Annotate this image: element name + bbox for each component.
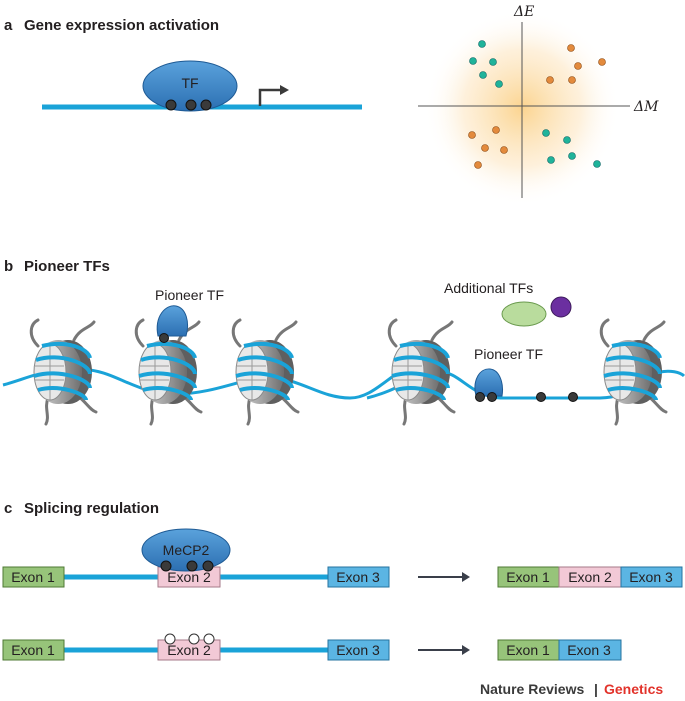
exon1-row2-label: Exon 1	[11, 642, 55, 658]
axis-y-label: ΔE	[513, 4, 534, 20]
panel-b: b Pioneer TFs Pioneer TF Pioneer TF Addi…	[2, 258, 685, 426]
axis-x-label: ΔM	[633, 99, 659, 115]
panel-a-letter: a	[4, 17, 13, 34]
footer-journal: Nature Reviews	[480, 681, 584, 697]
scatter-point-orange	[500, 146, 508, 154]
scatter-point-teal	[547, 156, 555, 164]
pioneer-label-left: Pioneer TF	[155, 287, 224, 303]
panel-a-title: Gene expression activation	[24, 17, 219, 34]
scatter-points	[468, 40, 606, 169]
footer-section: Genetics	[604, 681, 663, 697]
scatter-point-orange	[492, 126, 500, 134]
footer-separator: |	[594, 681, 598, 697]
scatter-point-orange	[474, 161, 482, 169]
exon2-row1-label: Exon 2	[167, 569, 211, 585]
panel-a: a Gene expression activation TF ΔE ΔM	[4, 4, 659, 206]
methyl-mark	[568, 392, 578, 402]
mecp2-label: MeCP2	[163, 542, 210, 558]
scatter-point-orange	[574, 62, 582, 70]
exon2-row2-label: Exon 2	[167, 642, 211, 658]
methyl-mark	[159, 333, 169, 343]
exon3-row2	[327, 639, 390, 661]
result-exon3-row1	[620, 566, 683, 588]
exon1-row1-label: Exon 1	[11, 569, 55, 585]
methyl-mark	[165, 99, 177, 111]
arrow-head-row2-icon	[462, 645, 470, 655]
methyl-mark	[160, 560, 172, 572]
result-exon1-row1-label: Exon 1	[506, 569, 550, 585]
scatter-point-teal	[469, 57, 477, 65]
methyl-mark	[186, 560, 198, 572]
footer: Nature Reviews | Genetics	[480, 681, 663, 697]
panel-b-title: Pioneer TFs	[24, 258, 110, 275]
nucleosome-5	[599, 318, 668, 426]
tf-label: TF	[181, 75, 198, 91]
result-exon3-row1-label: Exon 3	[629, 569, 673, 585]
panel-b-letter: b	[4, 258, 13, 275]
methyl-mark	[475, 392, 485, 402]
scatter-point-teal	[593, 160, 601, 168]
exon3-row2-label: Exon 3	[336, 642, 380, 658]
scatter-point-orange	[546, 76, 554, 84]
result-exon3-row2-label: Exon 3	[567, 642, 611, 658]
scatter-point-orange	[568, 76, 576, 84]
unmethylated-mark	[203, 633, 215, 645]
pioneer-label-right: Pioneer TF	[474, 346, 543, 362]
exon1-row1	[2, 566, 65, 588]
result-exon1-row2-label: Exon 1	[506, 642, 550, 658]
result-exon2-row1-label: Exon 2	[568, 569, 612, 585]
arrow-head-row1-icon	[462, 572, 470, 582]
methyl-mark	[487, 392, 497, 402]
scatter-point-teal	[563, 136, 571, 144]
scatter-point-teal	[568, 152, 576, 160]
transcription-start-arrow-icon	[258, 88, 284, 106]
result-exon3-row2	[558, 639, 622, 661]
arrow-head-icon	[280, 85, 289, 95]
scatter-point-orange	[468, 131, 476, 139]
scatter-point-orange	[598, 58, 606, 66]
panel-c-title: Splicing regulation	[24, 500, 159, 517]
tf-protein	[142, 60, 238, 112]
scatter-point-teal	[489, 58, 497, 66]
scatter-point-teal	[479, 71, 487, 79]
nucleosome-1	[29, 318, 98, 426]
additional-tf-green	[501, 301, 547, 327]
pioneer-tf-left	[156, 305, 189, 337]
panel-c-letter: c	[4, 500, 12, 517]
scatter-point-orange	[481, 144, 489, 152]
nucleosome-3	[231, 318, 300, 426]
scatter-point-teal	[542, 129, 550, 137]
exon1-row2	[2, 639, 65, 661]
scatter-point-teal	[478, 40, 486, 48]
unmethylated-mark	[164, 633, 176, 645]
unmethylated-mark	[188, 633, 200, 645]
pioneer-tf-right	[474, 368, 503, 397]
methyl-mark	[200, 99, 212, 111]
additional-tfs-label: Additional TFs	[444, 280, 533, 296]
scatter-point-orange	[567, 44, 575, 52]
methyl-mark	[202, 560, 214, 572]
methyl-mark	[536, 392, 546, 402]
additional-tf-purple	[550, 296, 572, 318]
panel-c: c Splicing regulation Exon 1 Exon 2 MeCP…	[2, 500, 683, 661]
exon3-row1-label: Exon 3	[336, 569, 380, 585]
scatter-point-teal	[495, 80, 503, 88]
methyl-mark	[185, 99, 197, 111]
nucleosome-4	[387, 318, 456, 426]
exon3-row1	[327, 566, 390, 588]
